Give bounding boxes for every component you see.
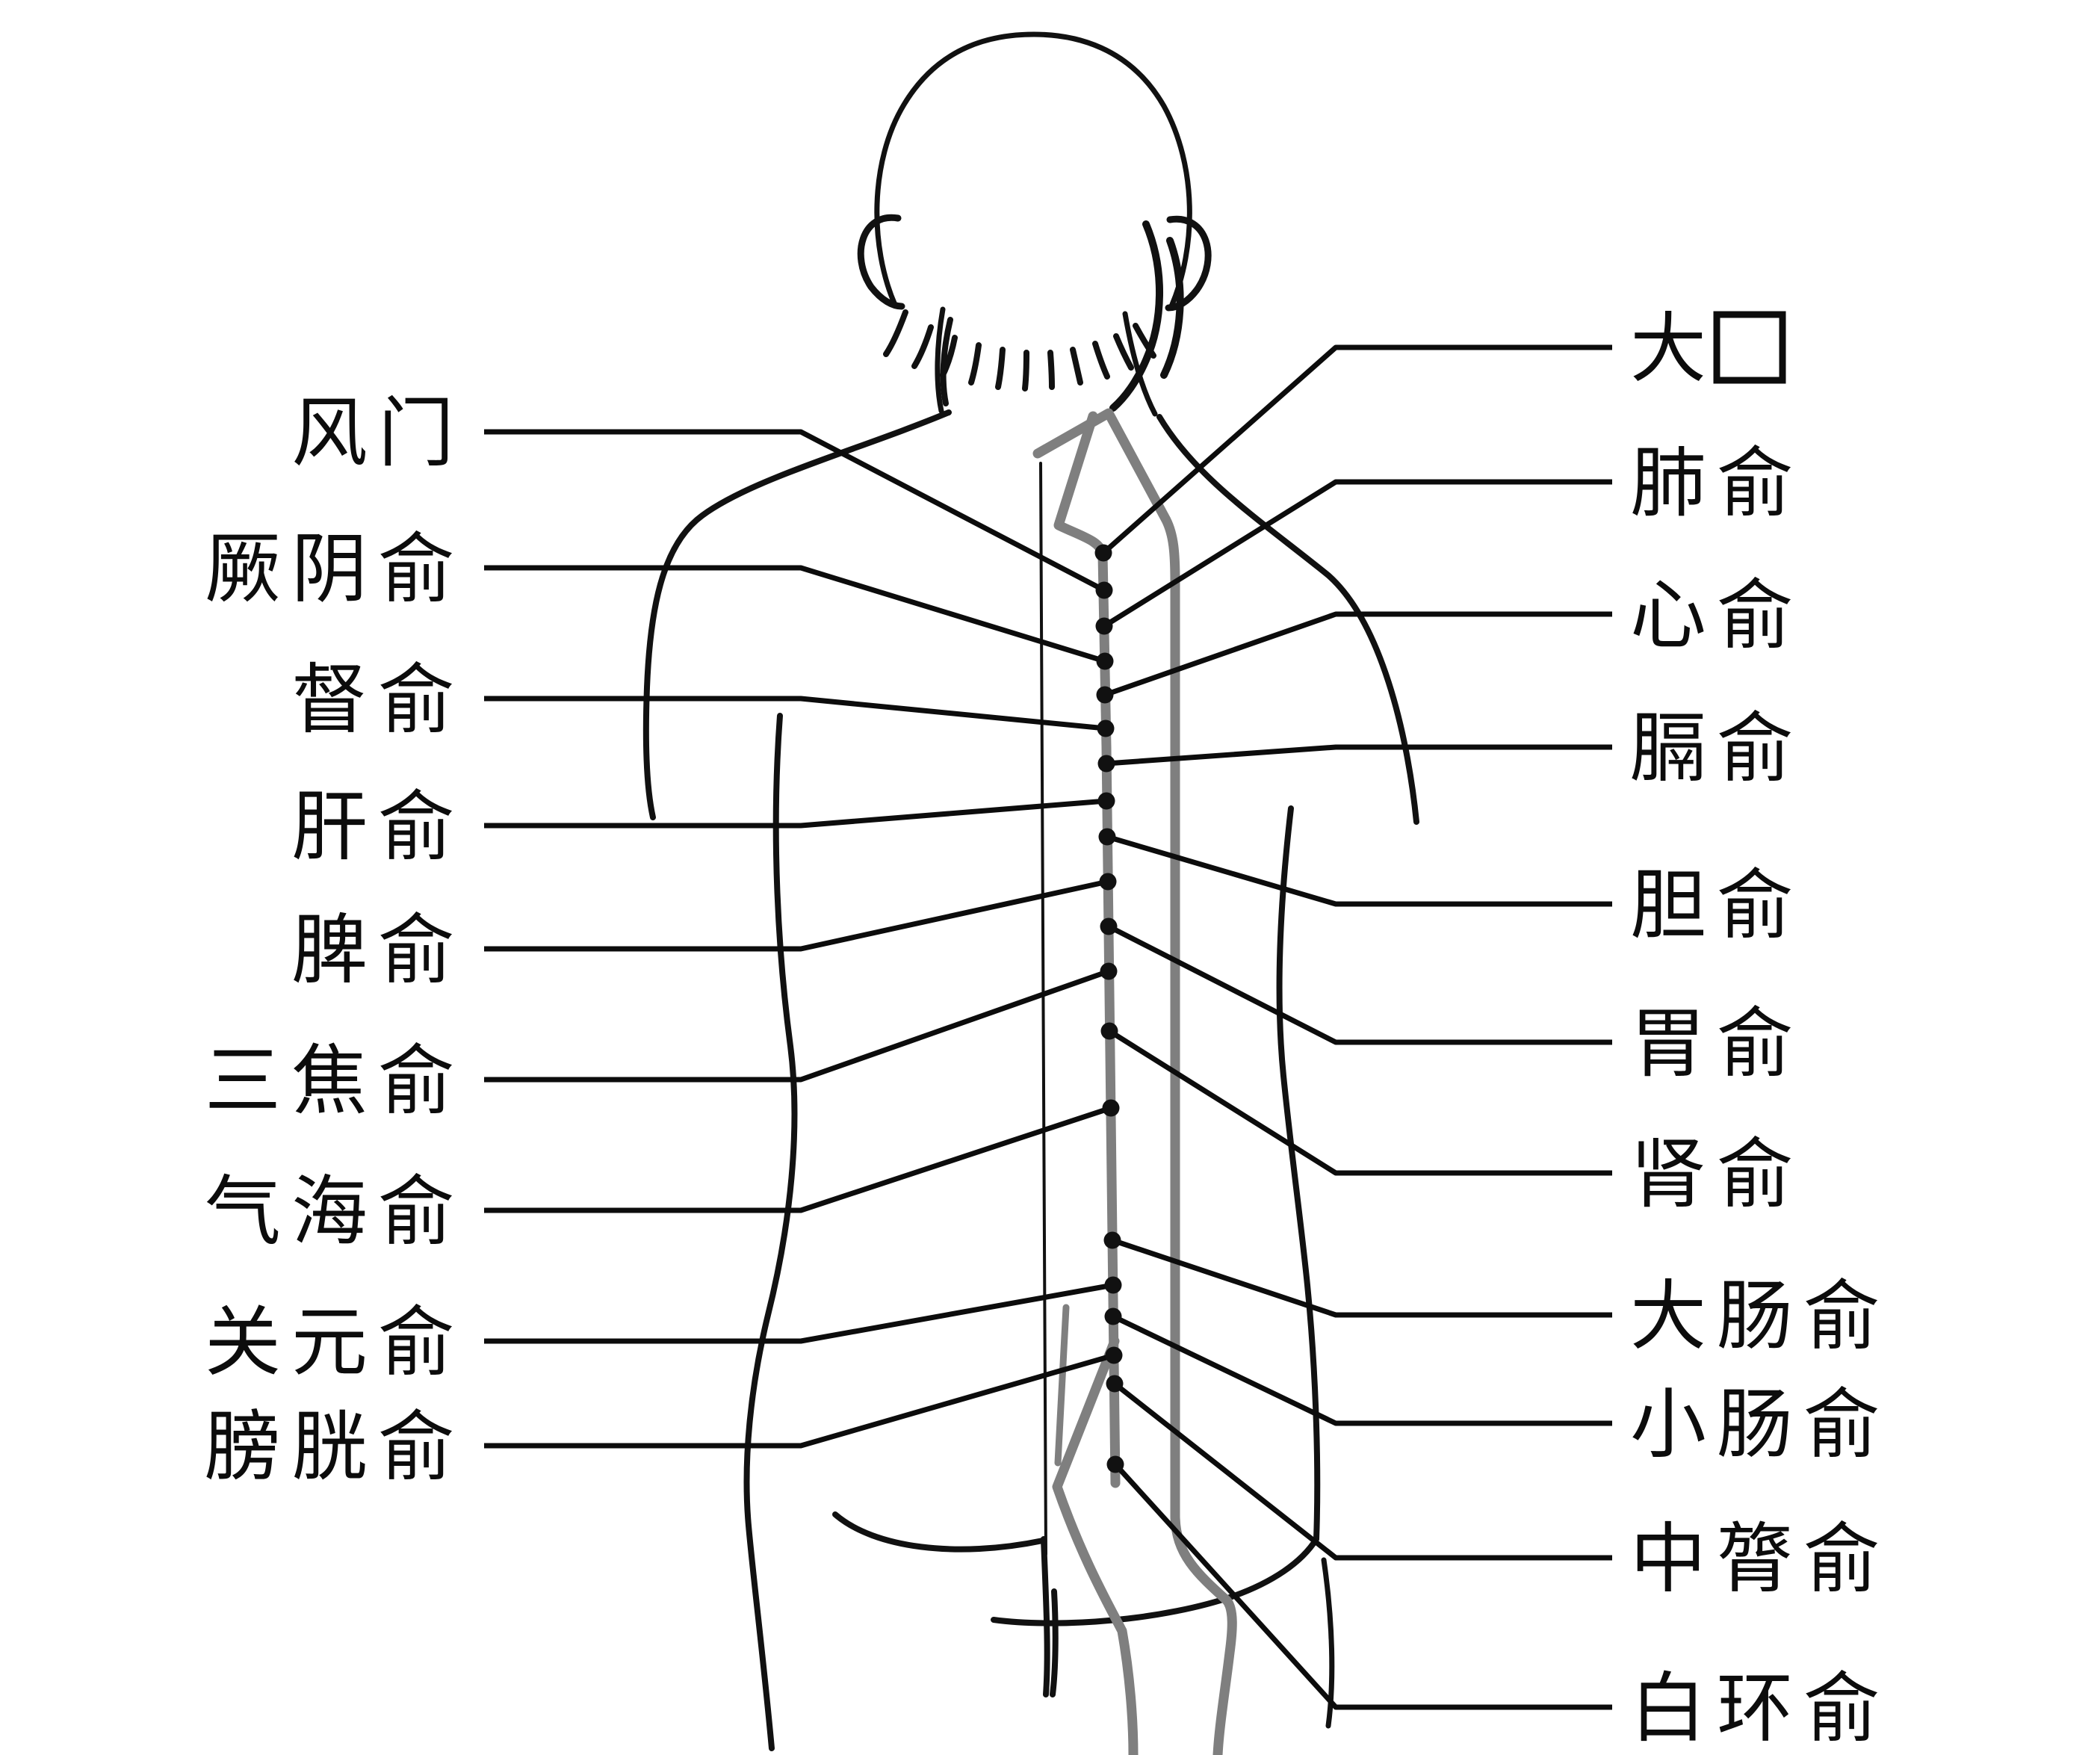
meridian-sacral-wedge: [1054, 1304, 1070, 1467]
left-torso-hip-buttock-outline: [743, 713, 798, 1751]
acupoint-label-shenshu: 肾俞: [1630, 1133, 1803, 1218]
acupoint-dot-pishu: [1099, 873, 1117, 891]
neck-hair-strands: [1109, 220, 1184, 412]
meridian-outer-branch: [1032, 408, 1237, 1755]
label-line-sanjiaoshu: [484, 968, 1110, 1083]
acupoint-label-dachangshu: 大肠俞: [1630, 1275, 1890, 1360]
label-line-shenshu: [1108, 1029, 1612, 1176]
acupoint-dot-dushu: [1097, 719, 1115, 737]
label-line-danshu: [1106, 834, 1612, 907]
label-line-zhonglvshu: [1112, 1381, 1612, 1561]
label-line-jueyinshu: [484, 565, 1106, 664]
label-line-ganshu: [484, 798, 1107, 829]
acupoint-dot-zhonglvshu: [1106, 1375, 1124, 1393]
label-line-xinshu: [1103, 611, 1612, 698]
acupoint-dot-shenshu: [1100, 1022, 1118, 1040]
label-line-baihuanshu: [1113, 1462, 1612, 1710]
acupoint-dot-weishu: [1100, 917, 1118, 935]
acupoint-dot-xinshu: [1096, 686, 1114, 704]
acupoint-dot-xiaochangshu: [1104, 1307, 1122, 1325]
missing-character-box-dazhu: [1713, 311, 1786, 384]
bladder-meridian-path: [1032, 408, 1237, 1755]
acupoint-label-dazhu: 大: [1630, 308, 1717, 392]
gluteal-cleft: [1041, 1536, 1059, 1697]
acupoint-label-pangguangshu: 膀胱俞: [205, 1406, 465, 1491]
left-buttock-fold: [832, 1511, 1046, 1553]
label-line-guanyuanshu: [484, 1282, 1114, 1344]
acupoint-dots: [1094, 544, 1124, 1473]
acupoint-dot-fengmen: [1095, 581, 1113, 599]
acupoint-dot-jueyinshu: [1096, 652, 1114, 670]
acupoint-label-guanyuanshu: 关元俞: [205, 1301, 465, 1386]
label-line-dazhu: [1101, 344, 1612, 555]
acupoint-dot-pangguangshu: [1105, 1346, 1123, 1364]
label-lines: [484, 344, 1612, 1710]
acupoint-dot-ganshu: [1097, 792, 1115, 810]
acupoint-label-jueyinshu: 厥阴俞: [205, 528, 465, 613]
right-shoulder-arm-outline: [1156, 414, 1419, 825]
acupoint-label-baihuanshu: 白环俞: [1630, 1668, 1890, 1752]
head-outline: [874, 31, 1192, 309]
acupoint-dot-danshu: [1098, 828, 1116, 846]
spine-line: [1039, 462, 1047, 1556]
acupoint-dot-dazhu: [1094, 544, 1112, 562]
acupoint-label-geshu: 膈俞: [1630, 708, 1803, 792]
acupoint-dot-baihuanshu: [1106, 1455, 1124, 1473]
acupoint-label-feishu: 肺俞: [1630, 442, 1803, 527]
acupoint-dot-qihaishu: [1102, 1099, 1120, 1117]
acupoint-label-xinshu: 心俞: [1630, 575, 1803, 659]
right-neck-line: [1122, 311, 1158, 417]
right-inner-thigh-line: [1321, 1557, 1335, 1729]
hair-fringe: [883, 309, 1156, 406]
acupoint-label-fengmen: 风门: [291, 392, 465, 477]
acupoint-dot-guanyuanshu: [1104, 1276, 1122, 1294]
label-line-xiaochangshu: [1112, 1313, 1612, 1426]
right-buttock-fold: [991, 1536, 1319, 1626]
label-line-pangguangshu: [484, 1352, 1115, 1449]
acupoint-label-dushu: 督俞: [291, 659, 465, 743]
meridian-sacral-zigzag: [1052, 1336, 1139, 1755]
acupoint-label-weishu: 胃俞: [1630, 1003, 1803, 1087]
acupoint-dot-sanjiaoshu: [1100, 962, 1118, 980]
acupoint-label-qihaishu: 气海俞: [205, 1171, 465, 1255]
acupoint-label-pishu: 脾俞: [291, 909, 465, 994]
label-line-pishu: [484, 879, 1109, 952]
label-line-feishu: [1103, 479, 1612, 628]
acupoint-dot-feishu: [1095, 617, 1113, 635]
label-line-geshu: [1106, 744, 1612, 767]
left-ear-outline: [857, 214, 905, 310]
acupoint-dot-geshu: [1097, 755, 1115, 773]
acupoint-label-danshu: 胆俞: [1630, 864, 1803, 949]
label-line-qihaishu: [484, 1105, 1112, 1213]
label-line-weishu: [1107, 923, 1612, 1045]
left-neck-line: [935, 306, 946, 414]
right-torso-hip-outline: [1276, 805, 1321, 1542]
acupoint-label-sanjiaoshu: 三焦俞: [205, 1040, 465, 1124]
acupoint-dot-dachangshu: [1103, 1231, 1121, 1249]
left-shoulder-arm-outline: [642, 409, 952, 820]
label-line-fengmen: [484, 429, 1106, 593]
label-line-dachangshu: [1111, 1237, 1612, 1318]
acupoint-label-ganshu: 肝俞: [291, 786, 465, 870]
label-line-dushu: [484, 696, 1106, 731]
acupoint-label-xiaochangshu: 小肠俞: [1630, 1384, 1890, 1468]
acupoint-label-zhonglvshu: 中膂俞: [1630, 1518, 1890, 1603]
